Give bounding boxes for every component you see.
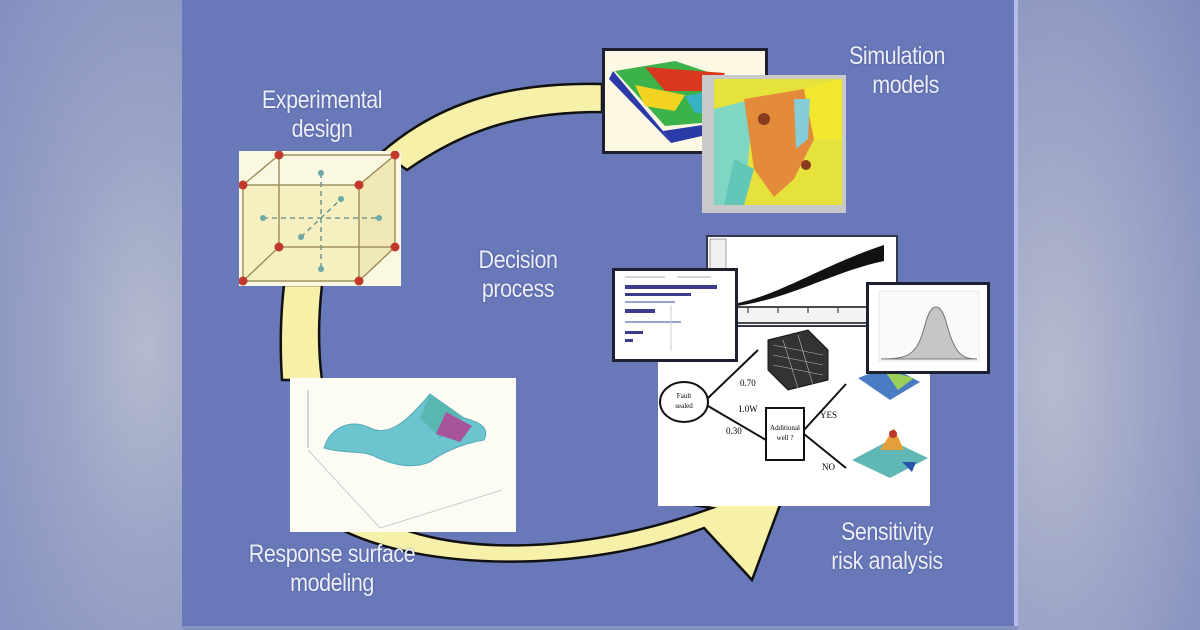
outcome-no: NO bbox=[822, 462, 835, 472]
root-node-label-2: sealed bbox=[675, 402, 693, 410]
label-line: process bbox=[481, 275, 555, 303]
outcome-yes: YES bbox=[820, 410, 837, 420]
chance-node-label-2: well ? bbox=[777, 434, 794, 442]
label-line: Experimental bbox=[261, 86, 383, 114]
root-node-label: Fault bbox=[677, 392, 691, 400]
label-line: Response surface bbox=[248, 540, 416, 568]
normal-distribution-chart bbox=[878, 290, 980, 362]
chance-node-label: Additional bbox=[770, 424, 800, 432]
background-left bbox=[0, 0, 182, 630]
prob-label-1: 0.70 bbox=[740, 378, 756, 388]
property-map-icon bbox=[714, 79, 842, 205]
label-line: modeling bbox=[290, 569, 374, 597]
prob-label-3: 0.30 bbox=[726, 426, 742, 436]
label-line: models bbox=[872, 71, 939, 99]
experimental-design-cube-card bbox=[238, 150, 401, 286]
decision-tree-diagram: Fault sealed 0.70 1.0W 0.30 Additional w… bbox=[659, 329, 928, 478]
label-line: design bbox=[291, 115, 353, 143]
stage-label-experimental-design: Experimental design bbox=[236, 86, 408, 144]
stage-label-response-surface-modeling: Response surface modeling bbox=[229, 540, 435, 598]
prob-label-2: 1.0W bbox=[738, 404, 758, 414]
response-surface-card bbox=[290, 378, 516, 532]
stage-label-sensitivity-risk-analysis: Sensitivity risk analysis bbox=[807, 518, 967, 576]
sensitivity-bar-chart bbox=[625, 276, 717, 351]
diagram-panel: Experimental design Simulation models De… bbox=[182, 0, 1018, 626]
cube-design-icon bbox=[238, 150, 400, 286]
center-label-decision-process: Decision process bbox=[458, 246, 578, 304]
background-right bbox=[1018, 0, 1200, 630]
simulation-2d-map-card bbox=[702, 75, 846, 213]
distribution-chart-card bbox=[866, 282, 990, 374]
label-line: Decision bbox=[478, 246, 558, 274]
label-line: risk analysis bbox=[831, 547, 943, 575]
stage-label-simulation-models: Simulation models bbox=[815, 42, 978, 100]
tornado-chart-card bbox=[612, 268, 738, 362]
label-line: Sensitivity bbox=[840, 518, 934, 546]
response-surface-plot bbox=[307, 390, 503, 529]
label-line: Simulation bbox=[848, 42, 946, 70]
